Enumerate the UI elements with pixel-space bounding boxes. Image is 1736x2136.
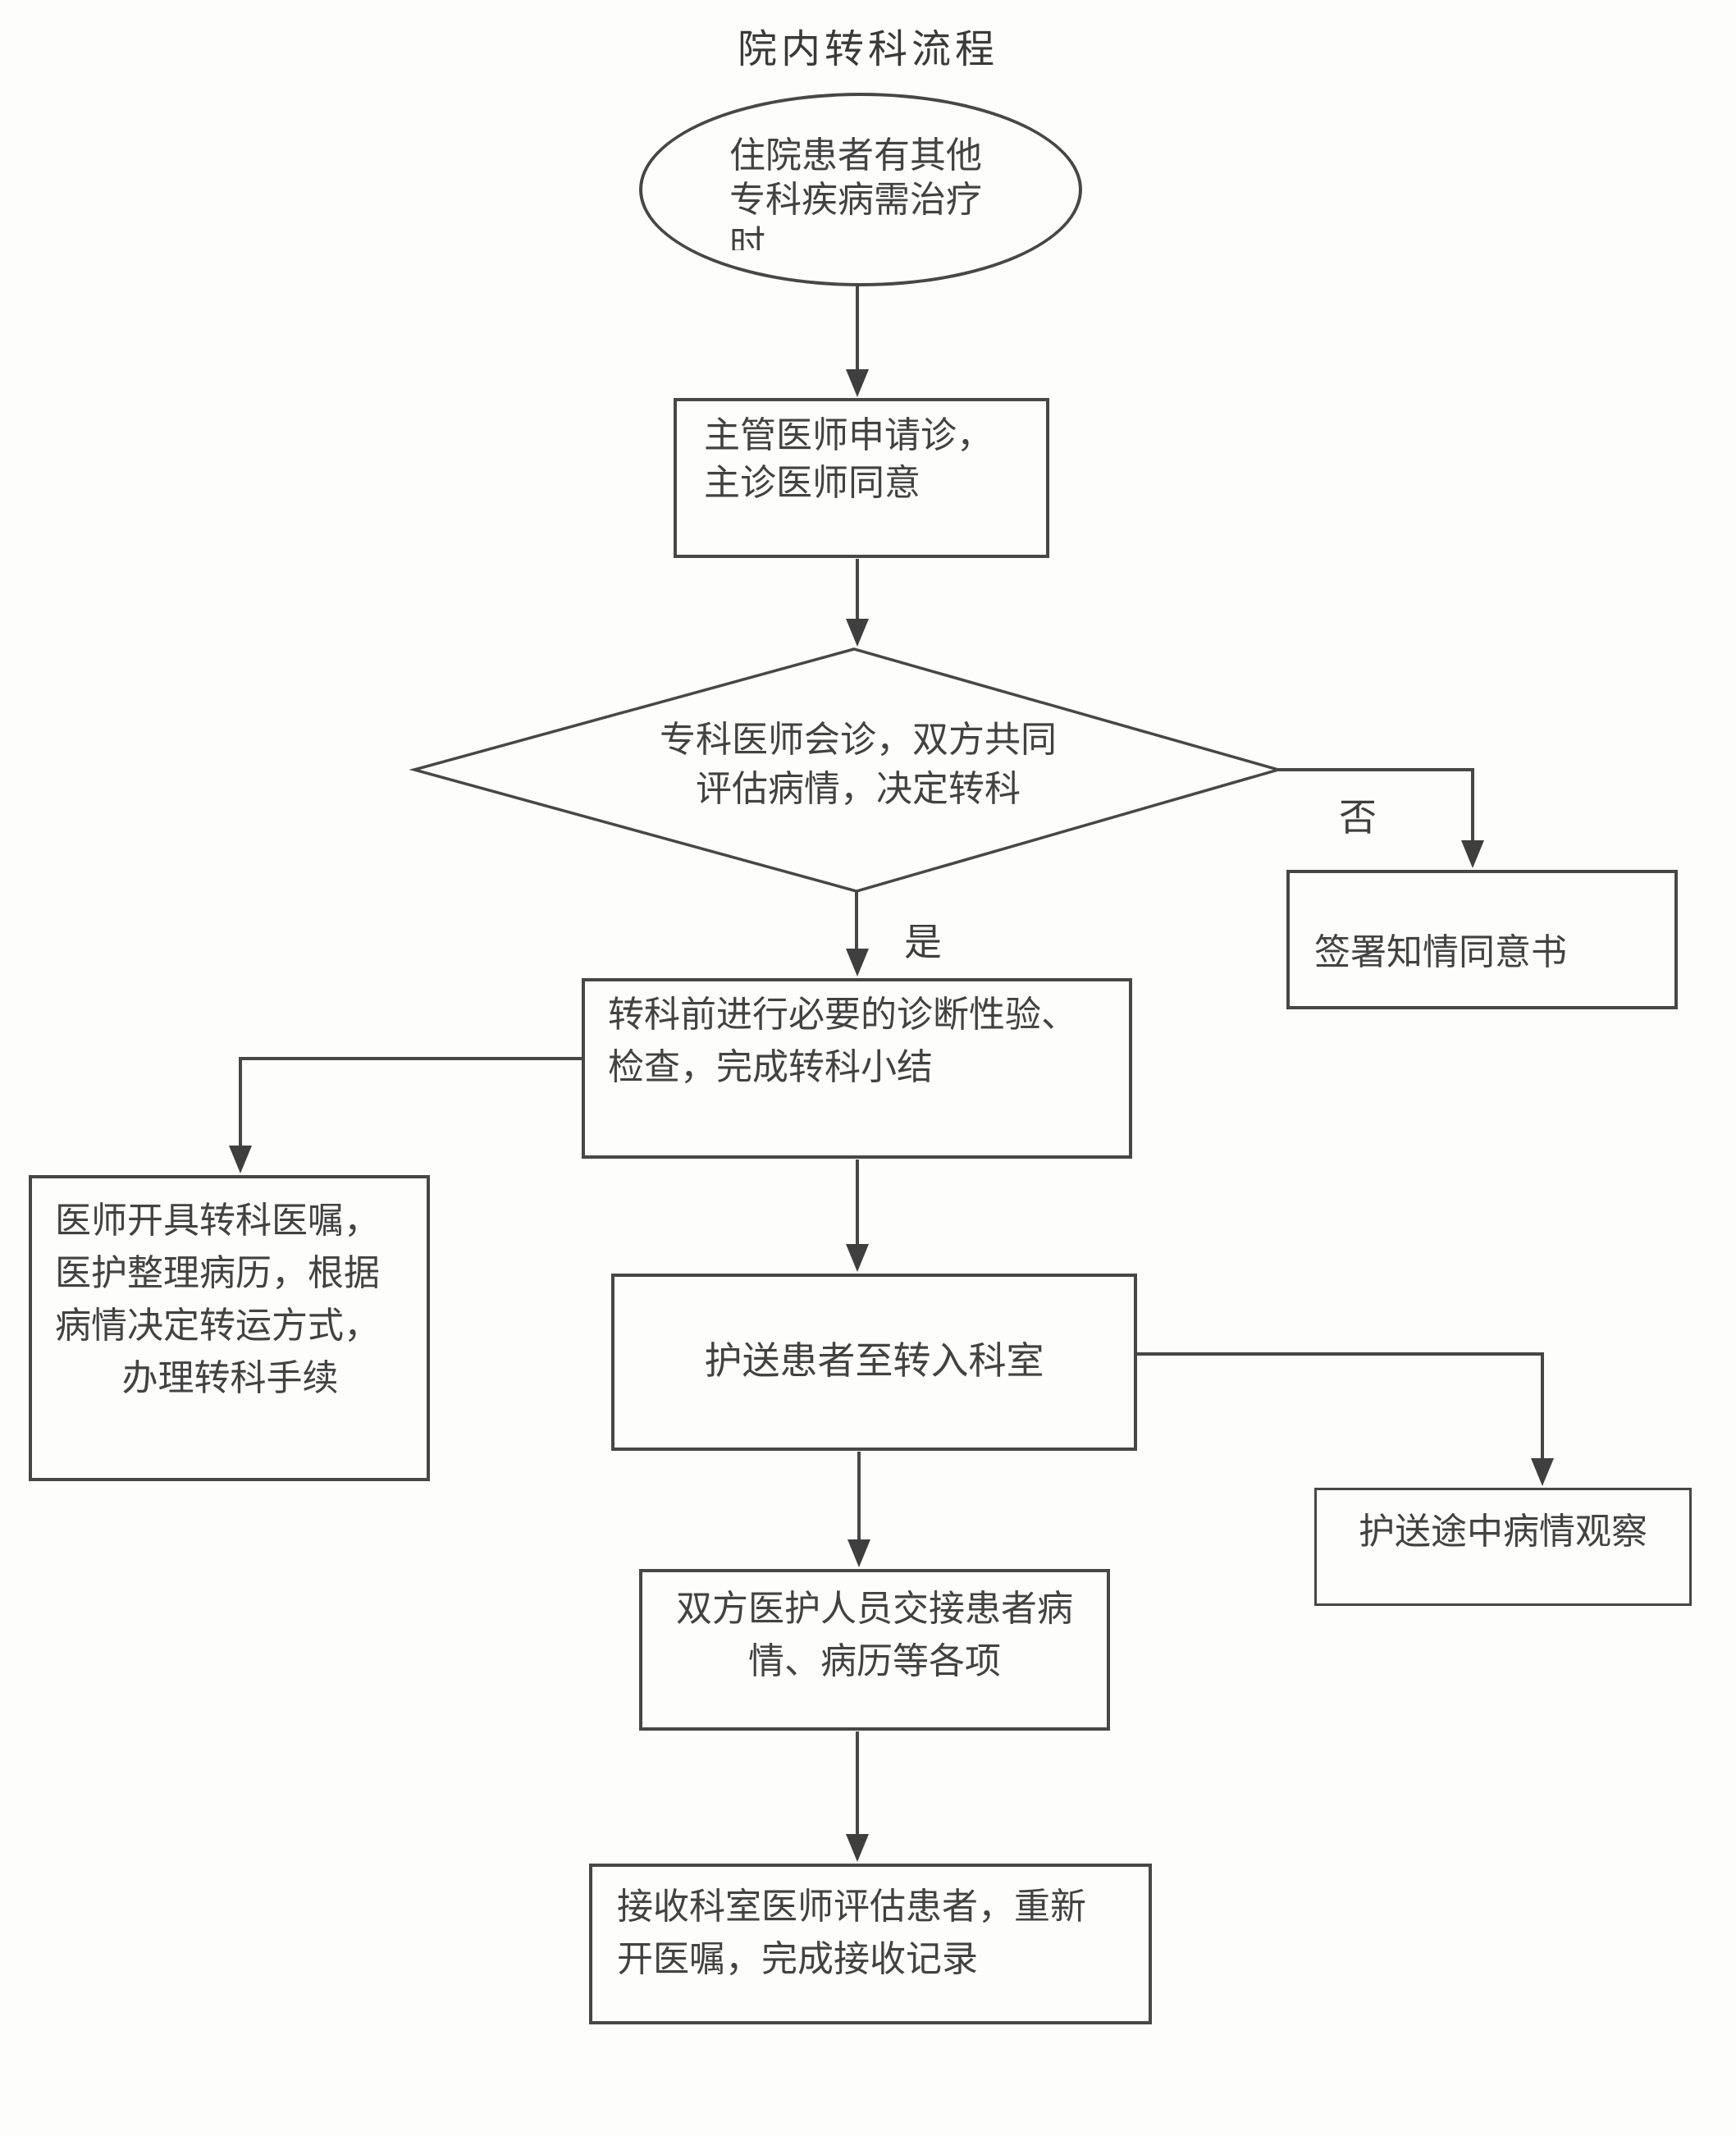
node-consult-text: 专科医师会诊，双方共同 评估病情，决定转科 [555, 716, 1162, 814]
node-start-text: 住院患者有其他 专科疾病需治疗 时 [729, 134, 982, 250]
node-start: 住院患者有其他 专科疾病需治疗 时 [639, 93, 1082, 286]
node-consent: 签署知情同意书 [1286, 870, 1678, 1009]
edge-label-yes: 是 [904, 922, 942, 963]
node-apply: 主管医师申请诊， 主诊医师同意 [674, 398, 1049, 558]
node-line: 护送患者至转入科室 [704, 1340, 1044, 1382]
node-line: 检查，完成转科小结 [608, 1047, 933, 1087]
node-line: 双方医护人员交接患者病 [676, 1589, 1073, 1629]
node-line: 主诊医师同意 [704, 463, 921, 503]
decision-diamond [409, 647, 1284, 893]
arrow-heads [229, 369, 1554, 1862]
node-receive: 接收科室医师评估患者，重新 开医嘱，完成接收记录 [589, 1864, 1152, 2024]
node-line: 住院患者有其他 [729, 135, 982, 176]
node-prepare: 转科前进行必要的诊断性验、 检查，完成转科小结 [582, 978, 1132, 1159]
node-line: 签署知情同意书 [1314, 932, 1567, 972]
node-line: 病情决定转运方式， [55, 1306, 380, 1346]
node-line: 办理转科手续 [121, 1358, 339, 1398]
node-handover: 双方医护人员交接患者病 情、病历等各项 [639, 1569, 1110, 1731]
node-orders: 医师开具转科医嘱， 医护整理病历，根据 病情决定转运方式， 办理转科手续 [29, 1175, 430, 1481]
page-title: 院内转科流程 [737, 28, 998, 71]
edge-label-no: 否 [1339, 797, 1377, 839]
node-line: 接收科室医师评估患者，重新 [617, 1887, 1086, 1927]
edge-consult-consent [1278, 768, 1474, 842]
edge-escort-observe [1137, 1352, 1544, 1460]
node-line: 情、病历等各项 [748, 1641, 1001, 1681]
node-line: 专科医师会诊，双方共同 [660, 720, 1057, 760]
edge-prepare-orders [239, 1057, 582, 1147]
node-line: 护送途中病情观察 [1359, 1512, 1647, 1552]
node-line: 时 [729, 224, 765, 250]
node-line: 评估病情，决定转科 [696, 769, 1021, 809]
node-line: 主管医师申请诊， [704, 415, 993, 455]
node-line: 开医嘱，完成接收记录 [617, 1939, 978, 1979]
node-line: 专科疾病需治疗 [729, 180, 982, 220]
node-escort: 护送患者至转入科室 [611, 1274, 1137, 1451]
node-observe: 护送途中病情观察 [1314, 1488, 1692, 1606]
node-line: 转科前进行必要的诊断性验、 [608, 995, 1077, 1035]
node-line: 医师开具转科医嘱， [55, 1201, 380, 1241]
node-line: 医护整理病历，根据 [55, 1253, 380, 1293]
